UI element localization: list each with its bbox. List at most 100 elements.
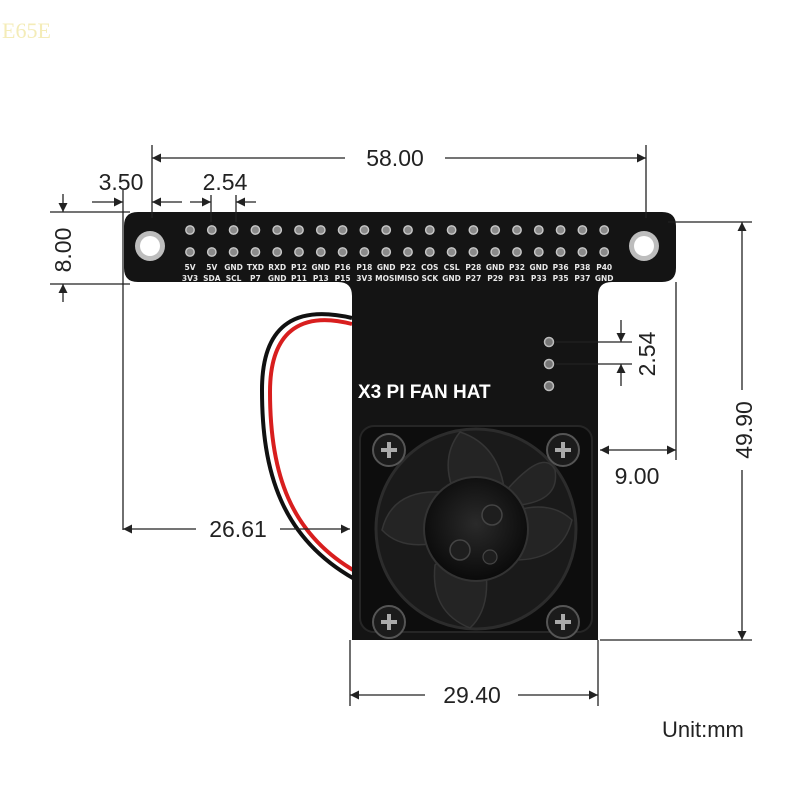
gpio-pin bbox=[490, 247, 501, 257]
pin-label-top: P22 bbox=[400, 263, 416, 272]
gpio-pin bbox=[403, 247, 413, 257]
board-title: X3 PI FAN HAT bbox=[358, 382, 491, 403]
gpio-pin bbox=[206, 247, 217, 257]
gpio-pin bbox=[206, 225, 217, 235]
pin-label-bottom: P7 bbox=[250, 274, 261, 283]
watermark: E65E bbox=[2, 18, 51, 43]
gpio-pin bbox=[250, 247, 261, 257]
pin-label-top: GND bbox=[224, 263, 243, 272]
dim-total-height: 49.90 bbox=[731, 401, 757, 459]
pin-label-top: 5V bbox=[206, 263, 217, 272]
pin-label-bottom: P35 bbox=[553, 274, 569, 283]
pin-label-bottom: P33 bbox=[531, 274, 547, 283]
gpio-pin bbox=[185, 247, 195, 257]
dim-pin-pitch: 2.54 bbox=[203, 169, 248, 195]
gpio-pin bbox=[294, 247, 304, 257]
pin-label-top: CSL bbox=[444, 263, 460, 272]
gpio-pin bbox=[294, 225, 304, 235]
gpio-pin bbox=[228, 225, 239, 235]
pin-label-bottom: GND bbox=[442, 274, 461, 283]
fan-hub bbox=[423, 476, 529, 582]
gpio-pin bbox=[337, 247, 348, 257]
gpio-pin bbox=[468, 225, 479, 235]
dim-header-height: 8.00 bbox=[50, 228, 76, 273]
pin-label-bottom: 3V3 bbox=[356, 274, 372, 283]
pin-label-top: GND bbox=[377, 263, 396, 272]
pin-label-bottom: P15 bbox=[335, 274, 351, 283]
gpio-pin bbox=[577, 225, 588, 235]
gpio-pin bbox=[359, 247, 370, 257]
cooling-fan bbox=[359, 425, 593, 639]
gpio-pin-labels: 5V3V35VSDAGNDSCLTXDP7RXDGNDP12P11GNDP13P… bbox=[182, 263, 614, 283]
fan-screws bbox=[372, 433, 580, 639]
pin-label-top: P38 bbox=[574, 263, 590, 272]
pin-label-bottom: MISO bbox=[397, 274, 419, 283]
gpio-pin bbox=[272, 225, 283, 235]
gpio-pin bbox=[403, 225, 413, 235]
gpio-pin bbox=[599, 247, 610, 257]
pin-label-top: P32 bbox=[509, 263, 525, 272]
gpio-pin bbox=[446, 247, 457, 257]
pin-label-bottom: P37 bbox=[574, 274, 590, 283]
pin-label-bottom: SDA bbox=[203, 274, 221, 283]
gpio-pin bbox=[555, 225, 566, 235]
gpio-pin bbox=[228, 247, 239, 257]
pin-label-top: P16 bbox=[335, 263, 351, 272]
pin-label-top: P28 bbox=[465, 263, 481, 272]
dim-right-offset: 9.00 bbox=[615, 463, 660, 489]
pin-label-bottom: P11 bbox=[291, 274, 307, 283]
pin-label-bottom: P27 bbox=[465, 274, 481, 283]
pin-label-top: RXD bbox=[268, 263, 286, 272]
gpio-header bbox=[185, 225, 610, 257]
pin-label-bottom: MOSI bbox=[375, 274, 397, 283]
gpio-pin bbox=[555, 247, 566, 257]
gpio-pin bbox=[533, 247, 544, 257]
gpio-pin bbox=[468, 247, 479, 257]
unit-label: Unit:mm bbox=[662, 717, 744, 742]
dim-left-offset: 26.61 bbox=[209, 516, 267, 542]
pin-label-bottom: P13 bbox=[313, 274, 329, 283]
pin-label-top: TXD bbox=[247, 263, 264, 272]
pin-label-top: P18 bbox=[356, 263, 372, 272]
gpio-pin bbox=[424, 225, 435, 235]
dim-hole-offset: 3.50 bbox=[99, 169, 144, 195]
gpio-pin bbox=[337, 225, 348, 235]
gpio-pin bbox=[577, 247, 588, 257]
pin-label-top: P12 bbox=[291, 263, 307, 272]
dim-fan-width: 29.40 bbox=[443, 682, 501, 708]
pin-label-top: GND bbox=[529, 263, 548, 272]
pin-label-top: COS bbox=[421, 263, 438, 272]
pin-label-top: GND bbox=[311, 263, 330, 272]
gpio-pin bbox=[424, 247, 435, 257]
gpio-pin bbox=[359, 225, 370, 235]
pin-label-bottom: SCK bbox=[421, 274, 439, 283]
pin-label-bottom: P29 bbox=[487, 274, 503, 283]
small-pin-header bbox=[543, 336, 555, 392]
dimension-lines bbox=[50, 145, 752, 706]
pin-label-top: 5V bbox=[184, 263, 195, 272]
pin-label-bottom: GND bbox=[595, 274, 614, 283]
gpio-pin bbox=[446, 225, 457, 235]
gpio-pin bbox=[315, 247, 326, 257]
gpio-pin bbox=[512, 225, 522, 235]
pin-label-top: P40 bbox=[596, 263, 612, 272]
gpio-pin bbox=[250, 225, 261, 235]
gpio-pin bbox=[272, 247, 283, 257]
pin-label-top: GND bbox=[486, 263, 505, 272]
gpio-pin bbox=[512, 247, 522, 257]
pin-label-bottom: 3V3 bbox=[182, 274, 198, 283]
gpio-pin bbox=[599, 225, 610, 235]
pin-label-bottom: SCL bbox=[226, 274, 242, 283]
dim-total-width: 58.00 bbox=[366, 145, 424, 171]
gpio-pin bbox=[381, 225, 392, 235]
dim-small-pin-pitch: 2.54 bbox=[634, 331, 660, 376]
pin-label-bottom: GND bbox=[268, 274, 287, 283]
pin-label-bottom: P31 bbox=[509, 274, 525, 283]
gpio-pin bbox=[315, 225, 326, 235]
gpio-pin bbox=[490, 225, 501, 235]
gpio-pin bbox=[185, 225, 195, 235]
gpio-pin bbox=[533, 225, 544, 235]
pin-label-top: P36 bbox=[553, 263, 569, 272]
gpio-pin bbox=[381, 247, 392, 257]
